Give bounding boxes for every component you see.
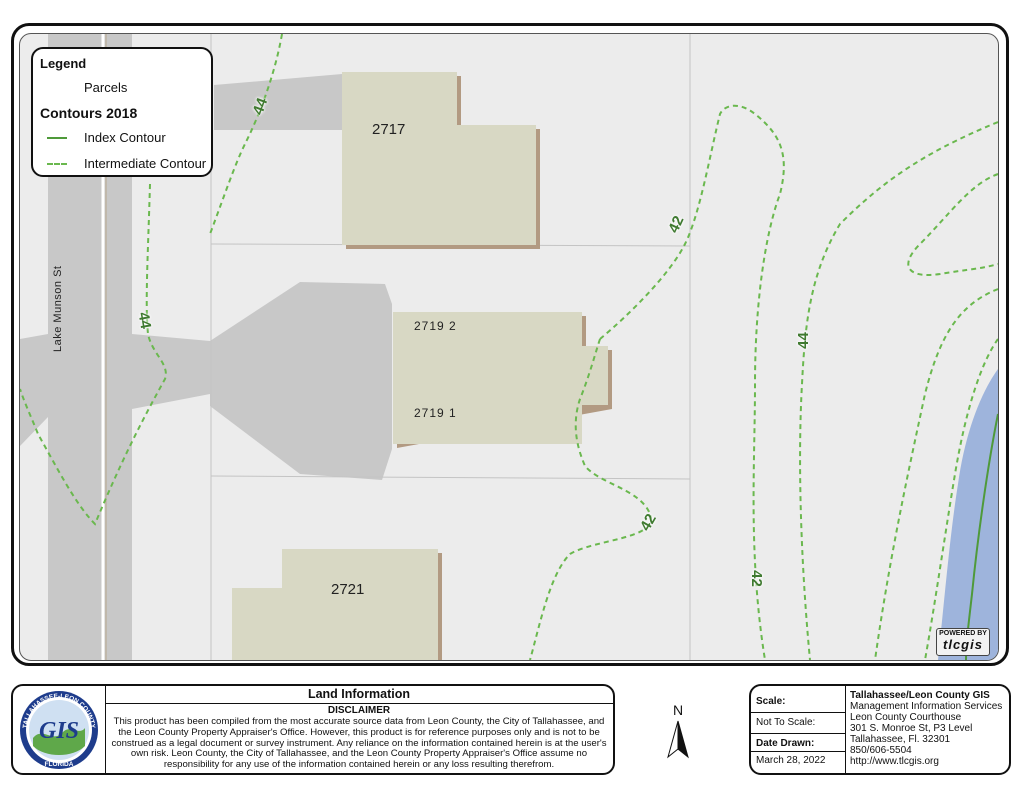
building-2717 [342, 72, 540, 249]
tlcgis-text: tlcgis [943, 637, 983, 652]
north-label: N [673, 702, 684, 718]
org-line: Tallahassee, Fl. 32301 [850, 734, 951, 745]
parcel-label-2719-1: 2719 1 [414, 406, 457, 420]
map-legend: Legend Parcels Contours 2018 Index Conto… [31, 47, 213, 177]
separator [751, 733, 845, 734]
driveway [210, 282, 392, 480]
north-arrow: N [665, 702, 695, 762]
org-line: 301 S. Monroe St, P3 Level [850, 723, 973, 734]
gis-logo: GIS TALLAHASSEE-LEON COUNTY FLORIDA [13, 686, 106, 773]
map-svg [20, 34, 998, 660]
disclaimer-heading: DISCLAIMER [327, 705, 391, 716]
legend-index-label: Index Contour [84, 130, 166, 145]
contour-44-west [20, 183, 167, 526]
scale-label: Scale: [756, 696, 786, 707]
contour-east-3 [924, 338, 998, 660]
org-name: Tallahassee/Leon County GIS [850, 690, 990, 701]
land-information-title: Land Information [105, 686, 613, 704]
scale-value: Not To Scale: [756, 717, 816, 728]
land-information-box: GIS TALLAHASSEE-LEON COUNTY FLORIDA Land… [11, 684, 615, 775]
gis-logo-text: GIS [39, 718, 79, 744]
contour-label: 44 [794, 332, 812, 349]
contour-42-center [599, 104, 785, 660]
scale-info-box: Scale: Not To Scale: Date Drawn: March 2… [749, 684, 1011, 775]
legend-intermediate-label: Intermediate Contour [84, 156, 207, 171]
intermediate-contour-symbol [47, 163, 67, 165]
street-label: Lake Munson St [52, 265, 64, 353]
parcel-label-2721: 2721 [331, 581, 365, 598]
powered-by-text: POWERED BY [939, 630, 987, 637]
date-drawn-value: March 28, 2022 [756, 755, 826, 766]
contour-east-2 [874, 288, 998, 660]
contour-42-south [529, 338, 652, 660]
parcel-label-2719-2: 2719 2 [414, 319, 457, 333]
scale-left-column: Scale: Not To Scale: Date Drawn: March 2… [751, 686, 846, 773]
org-line: Management Information Services [850, 701, 1003, 712]
org-website-link[interactable]: http://www.tlcgis.org [850, 756, 939, 767]
contour-label: 42 [747, 570, 765, 587]
logo-ring-bottom-text: FLORIDA [45, 761, 74, 768]
organization-info: Tallahassee/Leon County GIS Management I… [850, 690, 1002, 767]
separator [751, 712, 845, 713]
water-body [938, 369, 998, 660]
intermediate-contours [20, 34, 998, 660]
org-phone: 850/606-5504 [850, 745, 912, 756]
gis-seal-icon: GIS TALLAHASSEE-LEON COUNTY FLORIDA [20, 691, 98, 769]
contour-44-east [799, 121, 998, 660]
separator [751, 751, 845, 752]
contour-label: 44 [134, 310, 155, 331]
date-drawn-label: Date Drawn: [756, 738, 815, 749]
org-line: Leon County Courthouse [850, 712, 962, 723]
legend-title: Legend [40, 56, 87, 71]
north-arrow-icon [667, 720, 689, 759]
legend-contours-title: Contours 2018 [40, 105, 138, 121]
parcel-label-2717: 2717 [372, 121, 406, 138]
driveway-north [214, 74, 342, 130]
building-2721 [232, 549, 442, 660]
disclaimer-text: This product has been compiled from the … [111, 716, 607, 771]
building-2719 [393, 312, 612, 448]
contour-44-north [209, 34, 283, 235]
legend-parcels-label: Parcels [84, 80, 128, 95]
index-contour-symbol [47, 137, 67, 139]
powered-by-logo[interactable]: POWERED BY tlcgis [936, 628, 990, 656]
contour-east-loop [907, 173, 998, 276]
